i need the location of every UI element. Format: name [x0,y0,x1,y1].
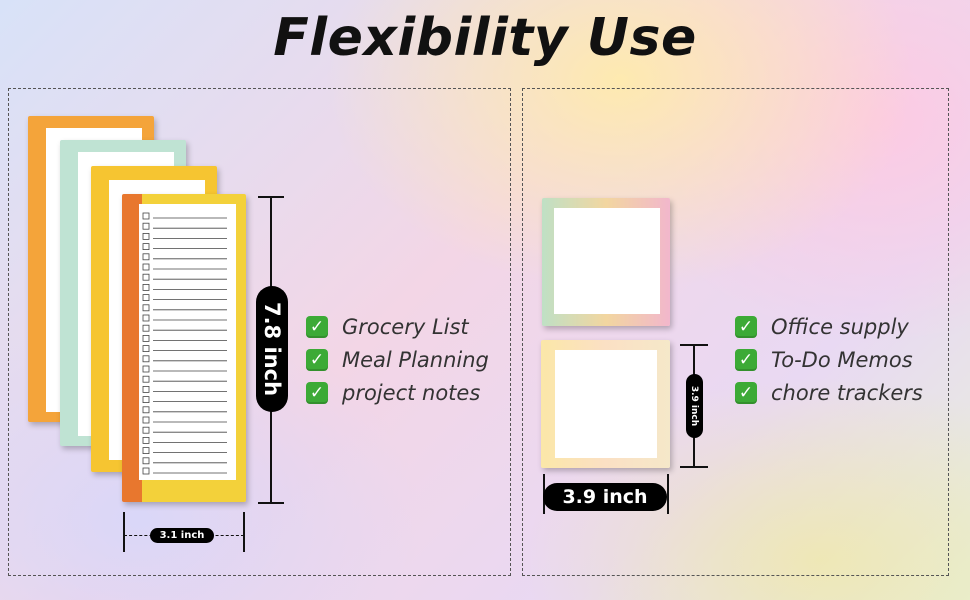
square-height-tick-bottom [680,466,708,468]
square-width-tick-right [667,474,669,514]
height-dimension-tick-top [258,196,284,198]
right-panel [522,88,949,576]
feature-list-left: ✓ Grocery List ✓ Meal Planning ✓ project… [306,310,489,409]
check-icon: ✓ [735,381,757,404]
list-item: ✓ chore trackers [735,376,923,409]
check-icon: ✓ [306,348,328,371]
height-label: 7.8 inch [256,286,288,412]
feature-label: Office supply [771,314,909,339]
width-dimension-tick-right [243,512,245,552]
list-item: ✓ Grocery List [306,310,489,343]
feature-label: To-Do Memos [771,347,913,372]
height-dimension-tick-bottom [258,502,284,504]
width-label: 3.1 inch [150,528,214,543]
notepad-square-2 [541,340,670,468]
list-item: ✓ Office supply [735,310,923,343]
feature-label: Meal Planning [342,347,489,372]
check-icon: ✓ [735,348,757,371]
square-width-label: 3.9 inch [543,483,667,511]
square-height-tick-top [680,344,708,346]
page-title: Flexibility Use [273,8,697,68]
feature-label: Grocery List [342,314,469,339]
feature-list-right: ✓ Office supply ✓ To-Do Memos ✓ chore tr… [735,310,923,409]
square-height-label: 3.9 inch [686,374,703,438]
check-icon: ✓ [306,315,328,338]
list-item: ✓ Meal Planning [306,343,489,376]
list-item: ✓ project notes [306,376,489,409]
left-panel [8,88,511,576]
notepad-square-1 [542,198,670,326]
check-icon: ✓ [306,381,328,404]
check-icon: ✓ [735,315,757,338]
notepad-long-4 [122,194,246,502]
feature-label: project notes [342,380,481,405]
width-dimension-tick-left [123,512,125,552]
list-item: ✓ To-Do Memos [735,343,923,376]
feature-label: chore trackers [771,380,923,405]
